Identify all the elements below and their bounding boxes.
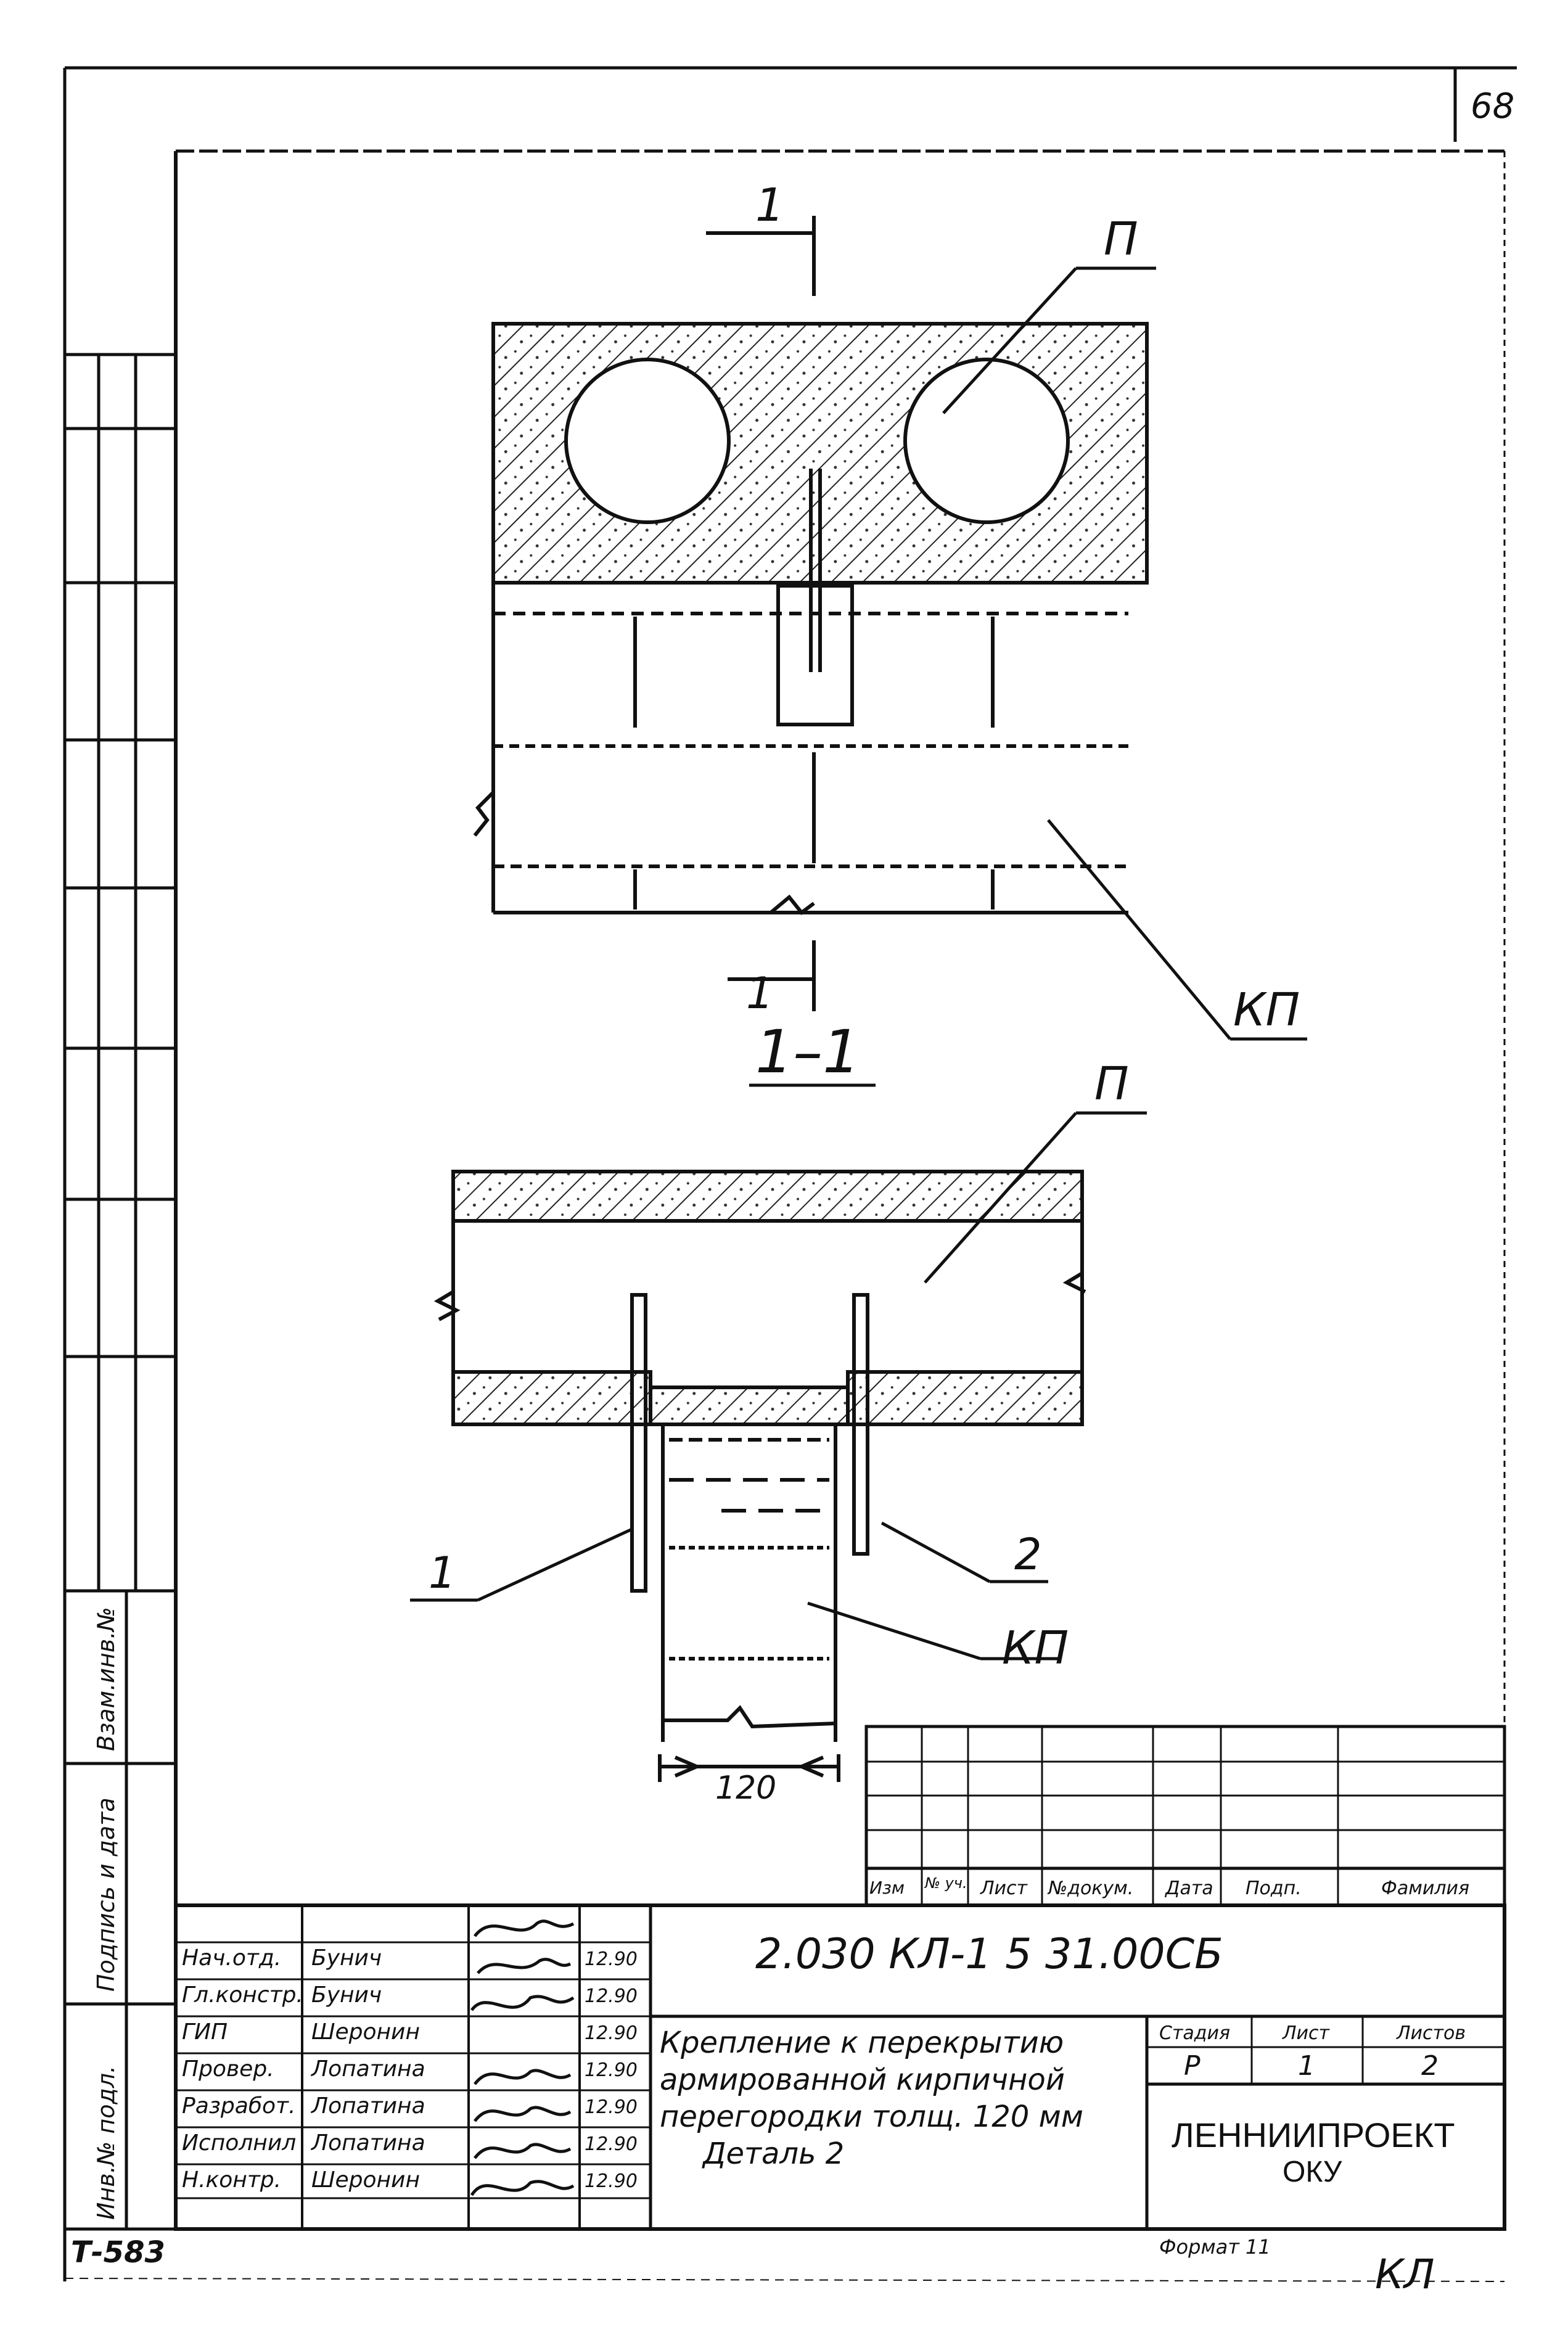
- sig-name-2: Шеронин: [311, 2019, 420, 2045]
- sig-date-3: 12.90: [585, 2059, 638, 2081]
- sheets-value: 2: [1421, 2050, 1439, 2082]
- stage-value: Р: [1184, 2050, 1201, 2082]
- title-block-grid: [174, 1725, 1506, 2231]
- slab-top-layer: [451, 1170, 1084, 1223]
- title-line-4: Деталь 2: [703, 2137, 845, 2171]
- section-marker-bottom: 1: [746, 968, 774, 1019]
- organization-name: ЛЕННИИПРОЕКТ: [1172, 2116, 1455, 2154]
- slab-bottom-layer-right: [846, 1370, 1084, 1426]
- format-label: Формат 11: [1159, 2235, 1271, 2259]
- rev-header-sign: Подп.: [1246, 1878, 1302, 1899]
- slab-bottom-layer-mid: [649, 1386, 850, 1426]
- rev-header-list: Лист: [980, 1878, 1028, 1899]
- sig-date-2: 12.90: [585, 2022, 638, 2044]
- sig-role-1: Гл.констр.: [182, 1982, 303, 2008]
- side-label-sign-date: Подпись и дата: [92, 1797, 120, 1992]
- callout-1: 1: [429, 1548, 456, 1598]
- signature-scribbles: [470, 1919, 575, 2196]
- corner-mark: КЛ: [1375, 2251, 1435, 2298]
- section-view: [410, 1083, 1147, 1782]
- slab-bottom-layer-left: [451, 1370, 652, 1426]
- side-label-inv-no: Инв.№ подл.: [92, 2065, 120, 2220]
- organization-dept: ОКУ: [1283, 2156, 1342, 2188]
- section-title: 1–1: [755, 1017, 861, 1086]
- rev-header-date: Дата: [1165, 1878, 1213, 1899]
- sig-name-1: Бунич: [311, 1982, 382, 2008]
- section-marker-top: 1: [755, 179, 785, 232]
- sig-role-0: Нач.отд.: [182, 1945, 282, 1971]
- sig-name-4: Лопатина: [311, 2093, 425, 2119]
- sheet-value: 1: [1298, 2050, 1315, 2082]
- stage-header: Стадия: [1159, 2022, 1231, 2044]
- page-number: 68: [1471, 86, 1515, 126]
- sig-date-1: 12.90: [585, 1985, 638, 2007]
- dimension-120: 120: [715, 1770, 777, 1807]
- rev-header-izm: Изм: [869, 1878, 905, 1898]
- title-line-2: армированной кирпичной: [660, 2063, 1065, 2097]
- section-label-slab: П: [1094, 1057, 1129, 1111]
- sig-name-3: Лопатина: [311, 2056, 425, 2082]
- sig-name-6: Шеронин: [311, 2167, 420, 2193]
- plan-label-slab: П: [1104, 213, 1138, 266]
- sig-role-4: Разработ.: [182, 2093, 296, 2119]
- sig-date-4: 12.90: [585, 2096, 638, 2118]
- sheet-header: Лист: [1283, 2022, 1330, 2044]
- sig-date-6: 12.90: [585, 2170, 638, 2192]
- rev-header-doc: №докум.: [1048, 1878, 1134, 1899]
- side-label-replaced: Взам.инв.№: [92, 1607, 120, 1751]
- title-line-3: перегородки толщ. 120 мм: [660, 2100, 1083, 2134]
- rev-header-name: Фамилия: [1381, 1878, 1470, 1899]
- plan-label-partition: КП: [1233, 983, 1300, 1037]
- callout-2: 2: [1014, 1529, 1042, 1580]
- plan-view: [473, 216, 1307, 1041]
- sig-role-2: ГИП: [182, 2019, 228, 2045]
- slab-void-right: [903, 358, 1070, 524]
- sig-date-0: 12.90: [585, 1948, 638, 1970]
- slab-void-left: [564, 358, 731, 524]
- section-label-partition: КП: [1002, 1622, 1069, 1675]
- sig-role-6: Н.контр.: [182, 2167, 282, 2193]
- sig-date-5: 12.90: [585, 2133, 638, 2155]
- sig-name-0: Бунич: [311, 1945, 382, 1971]
- sig-role-5: Исполнил: [182, 2130, 297, 2156]
- sig-name-5: Лопатина: [311, 2130, 425, 2156]
- document-code: 2.030 КЛ-1 5 31.00СБ: [755, 1930, 1223, 1979]
- archive-code: Т-583: [71, 2235, 165, 2270]
- sig-role-3: Провер.: [182, 2056, 274, 2082]
- title-line-1: Крепление к перекрытию: [660, 2026, 1064, 2060]
- rev-header-uch: № уч.: [925, 1874, 967, 1892]
- sheets-header: Листов: [1397, 2022, 1466, 2044]
- side-stamp-grid: [63, 353, 178, 2231]
